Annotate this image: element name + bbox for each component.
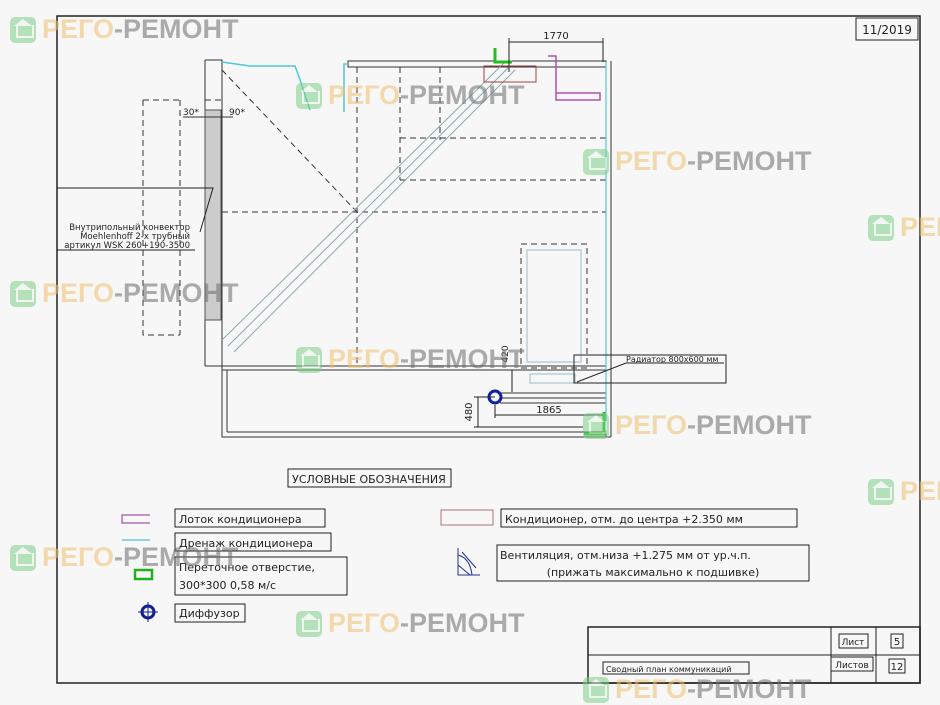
dimension-vertical-label: 480 xyxy=(464,402,475,421)
title-block xyxy=(587,626,921,684)
dimension-bottom-label: 1865 xyxy=(536,405,561,416)
transfer-opening xyxy=(493,48,512,64)
sheets-value: 12 xyxy=(891,662,904,673)
convector-line-1: Внутрипольный конвектор xyxy=(69,223,190,233)
radiator-callout-box xyxy=(573,354,727,384)
drain-line xyxy=(221,61,311,111)
stamp-date: 11/2019 xyxy=(862,23,912,37)
floor-plan xyxy=(142,59,612,438)
legend-title: УСЛОВНЫЕ ОБОЗНАЧЕНИЯ xyxy=(292,473,446,486)
legend-item-tray: Лоток кондиционера xyxy=(179,513,302,526)
drawing-name: Сводный план коммуникаций xyxy=(606,665,732,674)
legend-item-ventilation-2: (прижать максимально к подшивке) xyxy=(547,566,760,579)
legend-item-drain: Дренаж кондиционера xyxy=(179,537,313,550)
convector-line-3: артикул WSK 260+190-3500 xyxy=(64,241,190,251)
dimension-top-label: 1770 xyxy=(543,31,568,42)
legend-item-diffuser: Диффузор xyxy=(179,607,240,620)
convector-line-2: Moehlenhoff 2-х трубный xyxy=(80,232,190,242)
legend-item-transfer-2: 300*300 0,58 м/с xyxy=(179,579,276,592)
date-box xyxy=(855,17,919,41)
sheet-frame xyxy=(56,15,921,684)
air-conditioner xyxy=(483,65,537,83)
angle-left-label: 30* xyxy=(183,108,199,118)
radiator-label: Радиатор 800х600 мм xyxy=(626,355,718,364)
legend-item-ac: Кондиционер, отм. до центра +2.350 мм xyxy=(505,513,743,526)
drain-line xyxy=(343,63,348,112)
dimension-small-label: 420 xyxy=(501,345,511,362)
sheet-label: Лист xyxy=(842,638,865,648)
ventilation-symbol xyxy=(457,548,480,576)
ac-tray xyxy=(548,55,601,101)
dimension-top xyxy=(508,38,604,72)
tray-symbol xyxy=(121,514,150,524)
sheet-value: 5 xyxy=(894,637,900,648)
transfer-symbol xyxy=(133,568,154,581)
legend-item-transfer: Переточное отверстие, xyxy=(179,561,315,574)
diffuser-symbol xyxy=(138,602,158,622)
angle-right-label: 90* xyxy=(229,108,245,118)
legend-item-ventilation: Вентиляция, отм.низа +1.275 мм от ур.ч.п… xyxy=(500,549,751,562)
ac-symbol xyxy=(440,509,494,526)
sheets-label: Листов xyxy=(835,661,869,671)
legend-title-box xyxy=(287,468,452,488)
convector-leader xyxy=(57,187,214,233)
